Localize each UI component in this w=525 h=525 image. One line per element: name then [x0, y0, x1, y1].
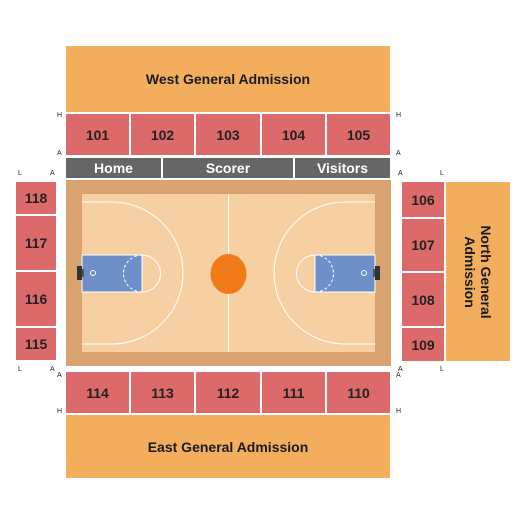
visitors-bench-label: Visitors	[316, 160, 369, 176]
north-label-line-1: North General	[478, 224, 494, 319]
section-label: 112	[216, 384, 240, 401]
section-101[interactable]: 101	[66, 114, 129, 155]
free-throw-circle-right-solid	[296, 254, 316, 293]
free-throw-circle-left-dashed	[123, 254, 143, 293]
section-label: 101	[85, 126, 110, 143]
backboard-left	[77, 266, 82, 280]
section-110[interactable]: 110	[327, 372, 390, 413]
row-label-a: A	[398, 170, 403, 177]
key-right	[314, 254, 376, 293]
row-label-h: H	[57, 408, 63, 415]
three-point-line-right	[273, 201, 375, 345]
section-label: 110	[347, 384, 370, 401]
row-label-l: L	[18, 366, 22, 373]
north-general-admission[interactable]: North General Admission	[446, 182, 510, 361]
rim-left	[90, 270, 96, 276]
section-label: 108	[411, 291, 435, 308]
north-general-admission-label: North General Admission	[462, 225, 494, 318]
section-114[interactable]: 114	[66, 372, 129, 413]
row-label-h: H	[396, 408, 402, 415]
section-label: 106	[411, 191, 435, 208]
section-107[interactable]: 107	[402, 219, 444, 271]
section-116[interactable]: 116	[16, 272, 56, 326]
section-label: 109	[411, 336, 435, 353]
section-111[interactable]: 111	[262, 372, 325, 413]
section-117[interactable]: 117	[16, 216, 56, 270]
section-label: 104	[281, 126, 306, 143]
section-label: 102	[150, 126, 175, 143]
north-label-line-2: Admission	[462, 235, 478, 308]
section-113[interactable]: 113	[131, 372, 194, 413]
section-118[interactable]: 118	[16, 182, 56, 214]
section-115[interactable]: 115	[16, 328, 56, 360]
east-general-admission[interactable]: East General Admission	[66, 415, 390, 478]
home-bench-label: Home	[94, 160, 133, 176]
section-label: 116	[24, 291, 48, 307]
center-circle	[210, 254, 247, 294]
backboard-left-front	[82, 269, 84, 277]
rim-right	[361, 270, 367, 276]
row-label-h: H	[396, 112, 402, 119]
section-label: 111	[282, 384, 305, 401]
section-label: 107	[411, 237, 435, 253]
section-label: 113	[151, 384, 174, 401]
section-108[interactable]: 108	[402, 273, 444, 326]
row-label-l: L	[440, 170, 444, 177]
section-label: 115	[24, 336, 48, 352]
row-label-a: A	[57, 372, 62, 379]
section-112[interactable]: 112	[196, 372, 260, 413]
section-102[interactable]: 102	[131, 114, 194, 155]
row-label-l: L	[18, 170, 22, 177]
east-general-admission-label: East General Admission	[147, 438, 309, 455]
row-label-a: A	[50, 170, 55, 177]
row-label-l: L	[440, 366, 444, 373]
section-label: 105	[346, 126, 371, 143]
section-105[interactable]: 105	[327, 114, 390, 155]
free-throw-circle-right-dashed	[314, 254, 334, 293]
west-general-admission-label: West General Admission	[145, 71, 311, 87]
backboard-right-front	[373, 269, 375, 277]
row-label-h: H	[57, 112, 63, 119]
row-label-a: A	[50, 366, 55, 373]
visitors-bench: Visitors	[295, 158, 390, 178]
section-104[interactable]: 104	[262, 114, 325, 155]
scorer-table: Scorer	[163, 158, 293, 178]
section-109[interactable]: 109	[402, 328, 444, 361]
row-label-a: A	[57, 150, 62, 157]
row-label-a: A	[396, 150, 401, 157]
basketball-court	[66, 180, 391, 366]
section-106[interactable]: 106	[402, 182, 444, 217]
row-label-a: A	[398, 366, 403, 373]
row-label-a: A	[396, 372, 401, 379]
section-label: 118	[24, 190, 48, 206]
section-label: 117	[24, 235, 48, 251]
west-general-admission[interactable]: West General Admission	[66, 46, 390, 112]
section-label: 114	[86, 384, 109, 401]
free-throw-circle-left-solid	[141, 254, 161, 293]
home-bench: Home	[66, 158, 161, 178]
section-103[interactable]: 103	[196, 114, 260, 155]
section-label: 103	[216, 126, 240, 143]
three-point-line-left	[82, 201, 184, 345]
backboard-right	[375, 266, 380, 280]
scorer-table-label: Scorer	[205, 160, 251, 176]
